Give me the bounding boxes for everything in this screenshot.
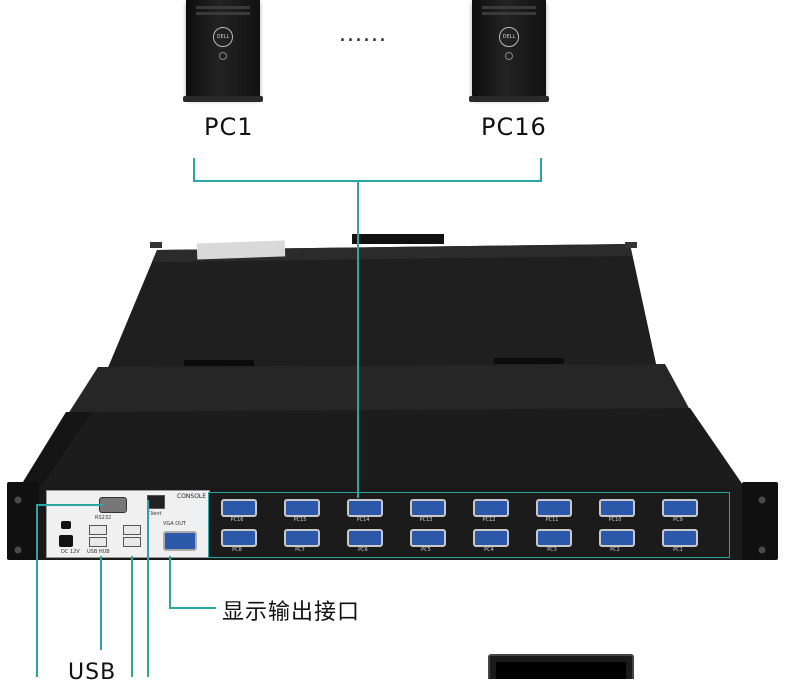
vga-port-label: PC5 [421, 547, 431, 553]
vga-port-label: PC6 [358, 547, 368, 553]
vga-port-label: PC7 [295, 547, 305, 553]
usb-port [89, 537, 107, 547]
connector-line [169, 607, 216, 609]
vga-port [662, 529, 698, 547]
vga-port-label: PC3 [547, 547, 557, 553]
vga-port-label: PC9 [673, 517, 683, 523]
connector-line [357, 180, 359, 498]
vga-port-label: PC2 [610, 547, 620, 553]
usb-callout: USB [68, 660, 117, 685]
connector-line [147, 500, 149, 677]
vga-port [410, 529, 446, 547]
connector-line [36, 504, 38, 677]
dell-logo-icon: DELL [499, 27, 519, 47]
usb-hub-label: USB HUB [87, 549, 110, 555]
vga-port [473, 499, 509, 517]
usb-port [123, 525, 141, 535]
vga-port-label: PC11 [545, 517, 559, 523]
connector-line [131, 556, 133, 677]
vga-port-label: PC13 [419, 517, 433, 523]
vga-port-label: PC12 [482, 517, 496, 523]
vga-port [284, 529, 320, 547]
power-switch [59, 535, 73, 547]
connector-line [169, 556, 171, 608]
vga-out-port [163, 531, 197, 551]
ellipsis: ...... [339, 22, 387, 47]
console-port-panel: RS232 Client CONSOLE DC 12V USB HUB VGA … [46, 490, 210, 558]
connector-line [193, 180, 542, 182]
pc16-tower: DELL [469, 0, 549, 102]
vga-port [410, 499, 446, 517]
vga-port [221, 529, 257, 547]
vga-port [284, 499, 320, 517]
vga-port [347, 499, 383, 517]
vga-port [221, 499, 257, 517]
connector-line [100, 556, 102, 650]
usb-port [123, 537, 141, 547]
connector-line [540, 158, 542, 182]
vga-port-label: PC10 [608, 517, 622, 523]
pc1-label: PC1 [204, 113, 254, 141]
power-button-icon [219, 52, 227, 60]
pc16-label: PC16 [481, 113, 547, 141]
vga-port-label: PC8 [232, 547, 242, 553]
vga-port [536, 499, 572, 517]
vga-port-label: PC14 [356, 517, 370, 523]
vga-port [347, 529, 383, 547]
vga-port [599, 529, 635, 547]
vga-out-label: VGA OUT [163, 521, 186, 527]
connector-line [193, 158, 195, 182]
vga-port-label: PC4 [484, 547, 494, 553]
lan-port [147, 495, 165, 509]
monitor-edge [488, 654, 634, 679]
pc1-tower: DELL [183, 0, 263, 102]
vga-port [599, 499, 635, 517]
dc-power-jack [61, 521, 71, 529]
vga-port [473, 529, 509, 547]
vga-port [662, 499, 698, 517]
power-button-icon [505, 52, 513, 60]
dell-logo-icon: DELL [213, 27, 233, 47]
display-output-callout: 显示输出接口 [222, 600, 361, 625]
rs232-label: RS232 [95, 515, 112, 521]
vga-port [536, 529, 572, 547]
lan-label: Client [147, 511, 162, 517]
connector-line [36, 504, 104, 506]
vga-port-label: PC16 [230, 517, 244, 523]
usb-port [89, 525, 107, 535]
console-label: CONSOLE [177, 493, 207, 500]
vga-port-label: PC15 [293, 517, 307, 523]
vga-port-label: PC1 [673, 547, 683, 553]
dc-label: DC 12V [61, 549, 80, 555]
